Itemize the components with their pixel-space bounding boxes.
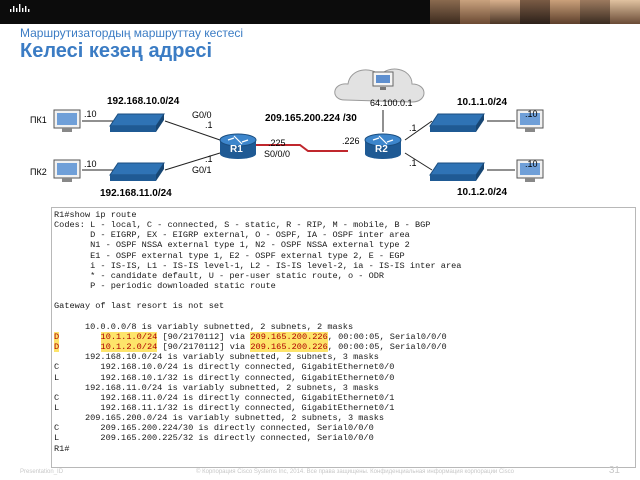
r2-wan-ip: .226 [342,136,360,146]
r1-g00-label: G0/0 [192,110,212,120]
router-r1-icon [219,133,257,159]
highlighted-value: 209.165.200.226 [250,331,328,342]
cli-route-line: C 192.168.11.0/24 is directly connected,… [54,392,395,403]
footer-copyright: © Корпорация Cisco Systems Inc, 2014. Вс… [196,469,514,475]
pc2-host-ip: .10 [84,159,97,169]
lan1-label: 192.168.10.0/24 [107,96,180,107]
cli-route-line: L 192.168.10.1/32 is directly connected,… [54,372,395,383]
cli-gateway-line: Gateway of last resort is not set [54,301,225,312]
switch1-icon [109,113,165,132]
cli-output: R1#show ip route Codes: L - local, C - c… [54,210,635,454]
cli-codes-line: D - EIGRP, EX - EIGRP external, O - OSPF… [54,230,410,241]
r1-g00-ip: .1 [205,120,213,130]
r2-lan4-ip: .1 [409,158,417,168]
cli-route-line: 209.165.200.0/24 is variably subnetted, … [54,413,385,424]
wan-network-label: 209.165.200.224 /30 [265,113,357,124]
lan3-host-ip: .10 [525,109,538,119]
lan3-label: 10.1.1.0/24 [457,97,507,108]
switch4-icon [429,162,485,181]
cli-route-line: L 192.168.11.1/32 is directly connected,… [54,402,395,413]
cli-route-line: L 209.165.200.225/32 is directly connect… [54,433,374,444]
cli-route-line: 10.0.0.0/8 is variably subnetted, 2 subn… [54,321,354,332]
cli-route-line: 192.168.11.0/24 is variably subnetted, 2… [54,382,379,393]
cli-route-line: C 209.165.200.224/30 is directly connect… [54,423,374,434]
cli-codes-line: E1 - OSPF external type 1, E2 - OSPF ext… [54,250,405,261]
network-diagram: ПК1 ПК2 .10 .10 192.168.10.0/24 192.168.… [30,68,544,199]
internet-cloud-icon [334,68,425,103]
cli-route-line: C 192.168.10.0/24 is directly connected,… [54,362,395,373]
cli-route-line: 192.168.10.0/24 is variably subnetted, 2… [54,352,379,363]
pc4-icon [516,159,544,182]
cli-codes-line: i - IS-IS, L1 - IS-IS level-1, L2 - IS-I… [54,260,462,271]
pc1-host-ip: .10 [84,109,97,119]
serial-link [256,144,348,152]
header-photo-strip [430,0,640,24]
r1-g01-label: G0/1 [192,165,212,175]
lan4-host-ip: .10 [525,159,538,169]
switch2-icon [109,162,165,181]
r1-wan-ip: .225 [268,138,286,148]
cli-codes-line: N1 - OSPF NSSA external type 1, N2 - OSP… [54,240,410,251]
pc1-label: ПК1 [30,115,47,125]
lan2-label: 192.168.11.0/24 [100,188,172,199]
switch3-icon [429,113,485,132]
route-code-letter: D [54,342,60,353]
pc3-icon [516,109,544,132]
r2-label: R2 [375,144,388,155]
cli-codes-line: Codes: L - local, C - connected, S - sta… [54,220,431,231]
cli-codes-line: * - candidate default, U - per-user stat… [54,270,385,281]
highlighted-value: 10.1.1.0/24 [100,331,158,342]
r1-label: R1 [230,144,243,155]
lan4-label: 10.1.2.0/24 [457,187,507,198]
footer-presentation-id: Presentation_ID [20,469,64,475]
highlighted-value: 209.165.200.226 [250,342,328,353]
highlighted-value: 10.1.2.0/24 [100,342,158,353]
page-number: 31 [608,465,620,476]
route-code-letter: D [54,331,60,342]
top-bar [0,0,640,24]
cli-end-prompt: R1# [54,443,70,454]
cli-route-line-highlighted: D 10.1.1.0/24 [90/2170112] via 209.165.2… [54,331,447,342]
slide-subtitle: Маршрутизатордың маршруттау кестесі [20,26,244,40]
r1-s000-label: S0/0/0 [264,149,290,159]
cli-codes-line: P - periodic downloaded static route [54,281,276,292]
r1-g01-ip: .1 [205,154,213,164]
cloud-ip-label: 64.100.0.1 [370,98,413,108]
slide-title: Келесі кезең адресі [20,40,213,62]
pc2-icon [53,159,81,182]
cli-route-line-highlighted: D 10.1.2.0/24 [90/2170112] via 209.165.2… [54,342,447,353]
r2-lan3-ip: .1 [409,123,417,133]
cli-prompt-line: R1#show ip route [54,210,137,220]
pc1-icon [53,109,81,132]
cli-output-panel: R1#show ip route Codes: L - local, C - c… [51,207,636,468]
pc2-label: ПК2 [30,167,47,177]
router-r2-icon [364,133,402,159]
cisco-logo [8,3,42,21]
